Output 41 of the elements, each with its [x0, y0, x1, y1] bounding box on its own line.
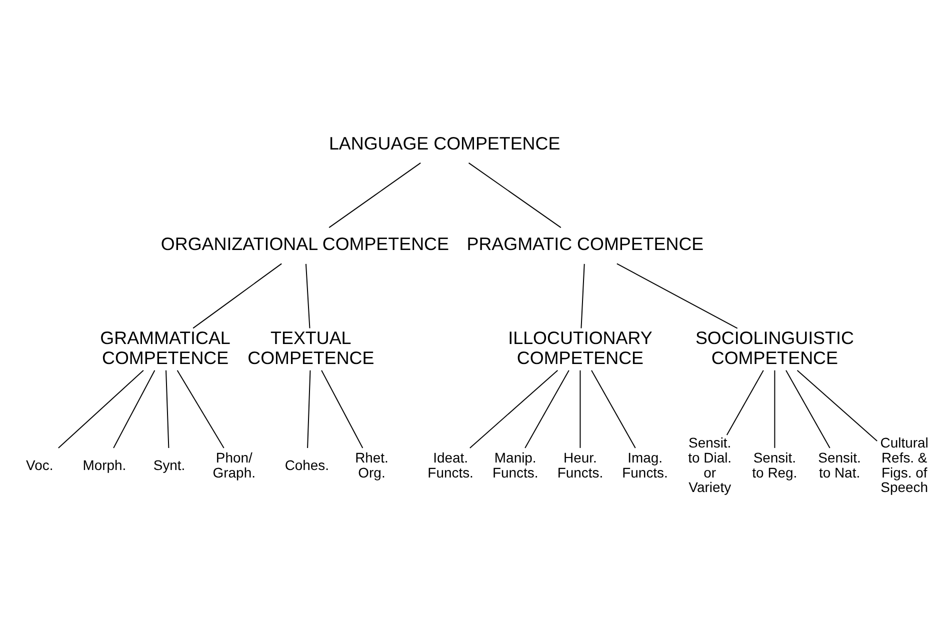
connector — [192, 262, 282, 328]
connector — [166, 369, 170, 448]
node-text: ILLOCUTIONARY COMPETENCE — [508, 327, 652, 368]
node-text: LANGUAGE COMPETENCE — [328, 132, 560, 153]
node-text: Heur. Functs. — [557, 448, 604, 480]
node-text: Phon/ Graph. — [212, 448, 256, 480]
node-text: Manip. Functs. — [492, 448, 538, 480]
connector — [580, 369, 581, 448]
connector — [113, 369, 156, 448]
connector — [307, 369, 311, 448]
node-text: Rhet. Org. — [355, 448, 388, 480]
connector — [524, 369, 570, 448]
node-text: Imag. Functs. — [622, 448, 668, 480]
node-text: SOCIOLINGUISTIC COMPETENCE — [695, 327, 854, 368]
node-text: Voc. — [26, 456, 54, 472]
connector — [321, 369, 364, 448]
connector — [796, 369, 878, 441]
node-text: Cultural Refs. & Figs. of Speech — [880, 434, 928, 495]
connector — [58, 369, 144, 448]
connector — [591, 369, 636, 448]
node-text: ORGANIZATIONAL COMPETENCE — [160, 234, 449, 254]
connector — [469, 369, 558, 448]
connector — [305, 262, 310, 328]
connector — [786, 369, 830, 448]
connector — [328, 162, 422, 228]
node-text: Morph. — [82, 456, 126, 472]
connector — [176, 369, 224, 448]
connector — [580, 262, 585, 328]
node-text: Synt. — [153, 456, 186, 472]
node-text: PRAGMATIC COMPETENCE — [466, 234, 704, 254]
connector — [774, 369, 776, 448]
node-text: Sensit. to Reg. — [752, 448, 798, 480]
node-text: Sensit. to Dial. or Variety — [688, 434, 732, 495]
node-text: GRAMMATICAL COMPETENCE — [100, 327, 230, 368]
connector — [468, 162, 562, 228]
connector — [616, 262, 738, 328]
node-text: Ideat. Functs. — [428, 448, 474, 480]
connector — [726, 369, 764, 435]
node-text: TEXTUAL COMPETENCE — [248, 327, 374, 368]
node-text: Cohes. — [284, 456, 330, 472]
node-text: Sensit. to Nat. — [818, 448, 861, 480]
